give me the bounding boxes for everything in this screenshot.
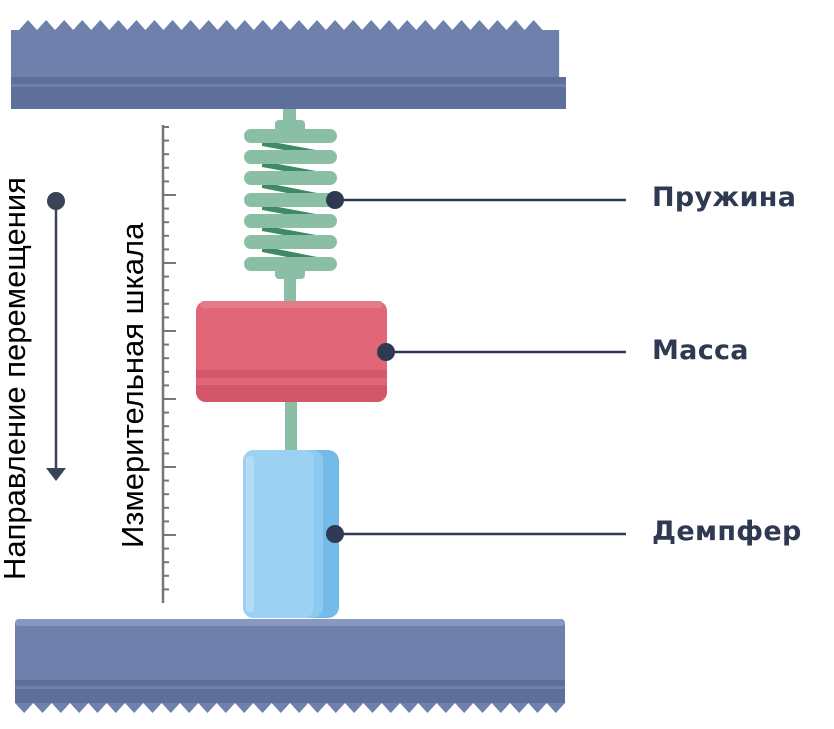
spring-coil <box>244 193 337 207</box>
callout-damper <box>326 525 626 543</box>
spring-coil <box>244 150 337 164</box>
spring-coil <box>244 129 337 143</box>
damper-rod <box>285 402 297 450</box>
measuring-scale <box>161 125 176 603</box>
spring <box>244 129 337 271</box>
label-spring: Пружина <box>652 182 797 213</box>
label-scale: Измерительная шкала <box>115 222 150 548</box>
spring-bottom-rod <box>284 275 296 303</box>
spring-bottom-cap <box>275 265 305 279</box>
callout-dot-mass <box>377 343 395 361</box>
callout-mass <box>377 343 626 361</box>
spring-coil <box>244 257 337 271</box>
callout-dot-spring <box>326 191 344 209</box>
top-plate-stripe <box>11 84 566 87</box>
damper-highlight <box>246 456 254 612</box>
damper-body <box>243 450 314 618</box>
bottom-plate-highlight <box>15 619 565 626</box>
mass-stripe <box>196 370 387 378</box>
spring-coil <box>244 214 337 228</box>
mass <box>196 301 387 402</box>
mass-shade <box>196 385 387 402</box>
bottom-plate-stripe <box>15 686 565 689</box>
damper <box>243 450 339 618</box>
bottom-plate <box>15 619 565 713</box>
arrow-head-icon <box>46 468 66 481</box>
top-plate-shade <box>11 77 566 109</box>
label-direction: Направление перемещения <box>0 177 32 580</box>
callout-spring <box>326 191 626 209</box>
label-damper: Демпфер <box>652 516 802 547</box>
spring-coil <box>244 171 337 185</box>
mass-highlight <box>200 301 383 308</box>
top-plate <box>11 20 566 109</box>
direction-arrow <box>46 192 66 481</box>
callout-dot-damper <box>326 525 344 543</box>
spring-coil <box>244 235 337 249</box>
bottom-plate-shade <box>15 680 565 703</box>
label-mass: Масса <box>652 335 749 366</box>
